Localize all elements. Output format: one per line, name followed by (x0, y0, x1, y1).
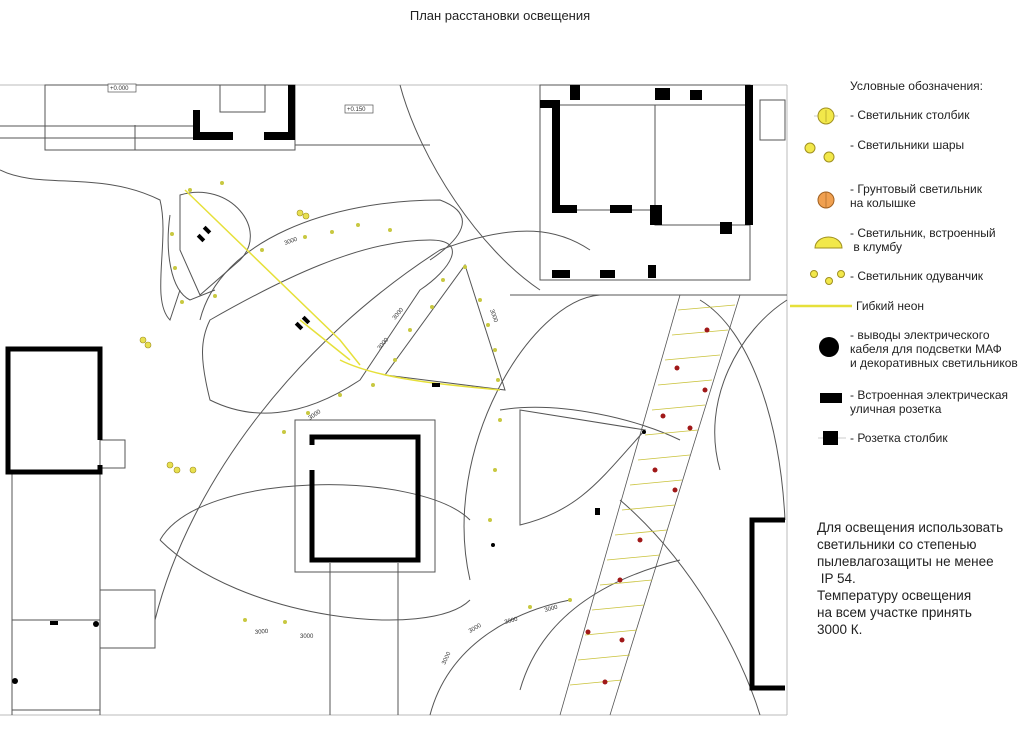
dimension-label: 3000 (255, 629, 269, 636)
ground-spike-light-icon (817, 191, 835, 209)
level-mark: +0.150 (347, 107, 366, 113)
post-light-icon (814, 107, 838, 125)
dimension-label: 3000 (504, 617, 519, 626)
legend-item-dandelion-light: - Светильник одуванчик (850, 269, 984, 283)
dimension-label: 3000 (544, 605, 559, 614)
legend-item-ball-lights: - Светильники шары (850, 138, 965, 152)
top-right-building (510, 84, 787, 296)
legend-symbols (790, 107, 852, 445)
dimension-label: 3000 (300, 634, 314, 640)
plan-title: План расстановки освещения (409, 8, 591, 23)
light-fixtures (12, 181, 646, 684)
dimension-label: 3000 (377, 337, 391, 352)
legend-item-post-socket: - Розетка столбик (850, 431, 948, 445)
legend-title: Условные обозначения: (850, 79, 983, 93)
flex-neon-lines (184, 189, 501, 391)
dimension-label: 3000 (441, 651, 452, 666)
flowerbed-light-icon (814, 236, 843, 249)
legend-item-flex-neon: Гибкий неон (856, 299, 924, 313)
post-socket-icon (818, 431, 846, 445)
walls (5, 346, 785, 691)
lighting-requirements-note: Для освещения использовать светильники с… (817, 520, 1004, 637)
legend-item-post-light: - Светильник столбик (850, 108, 970, 122)
level-mark: +0.000 (110, 86, 129, 92)
top-left-building: +0.000 +0.150 (0, 83, 430, 151)
dandelion-light-icon (810, 270, 845, 285)
legend-item-built-in-socket: - Встроенная электрическая уличная розет… (850, 388, 1009, 416)
cable-outlet-icon (819, 337, 839, 357)
dimension-label: 3000 (468, 623, 483, 635)
stepping-stone-path (559, 294, 741, 716)
garden-paths (0, 84, 788, 716)
ball-lights-icon (804, 142, 835, 163)
built-in-socket-icon (820, 393, 842, 403)
dimension-label: 3000 (284, 236, 299, 246)
dimension-label: 3000 (488, 309, 498, 324)
legend-item-flowerbed-light: - Светильник, встроенный в клумбу (850, 226, 996, 254)
legend-item-ground-light: - Грунтовый светильник на колышке (850, 182, 982, 210)
legend-item-cable-outlet: - выводы электрического кабеля для подсв… (850, 328, 1018, 370)
